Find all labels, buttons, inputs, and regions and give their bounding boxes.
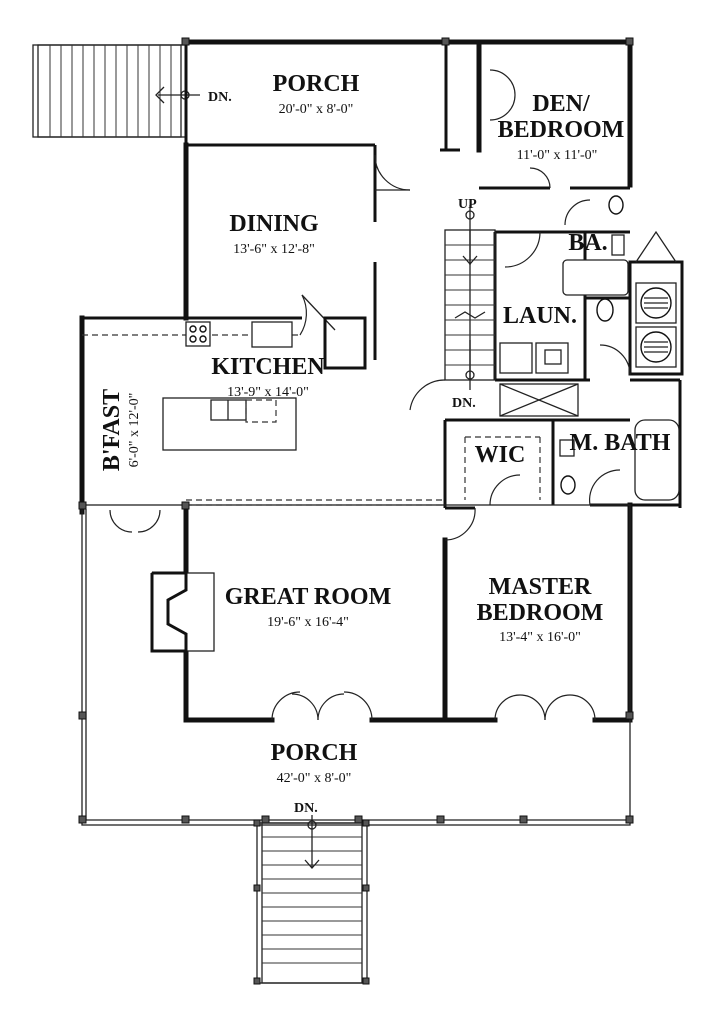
sink-icon (608, 195, 624, 215)
porch-top-name: PORCH (273, 71, 360, 97)
washer-icon (499, 342, 533, 374)
master-bedroom-name-2: BEDROOM (477, 600, 604, 626)
master-bedroom-name-1: MASTER (489, 574, 592, 600)
front-stair (253, 815, 370, 985)
front-down-label: DN. (294, 801, 318, 816)
den-dim: 11'-0" x 11'-0" (517, 148, 598, 163)
hvac-unit-icon (635, 282, 677, 324)
porch-front-name: PORCH (271, 740, 358, 766)
porch-top-dim: 20'-0" x 8'-0" (279, 102, 354, 117)
interior-down-label: DN. (452, 396, 476, 411)
doors (109, 69, 631, 721)
great-room-dim: 19'-6" x 16'-4" (267, 615, 349, 630)
toilet-icon (560, 475, 576, 495)
breakfast-name: B'FAST (99, 389, 125, 471)
laundry-fixtures (499, 342, 569, 374)
kitchen-name: KITCHEN (211, 354, 325, 380)
breakfast-dim: 6'-0" x 12'-0" (127, 393, 142, 468)
tub-icon (634, 419, 680, 501)
top-deck-down-label: DN. (208, 90, 232, 105)
bathtub-icon (562, 259, 629, 296)
laundry-name: LAUN. (503, 303, 577, 329)
fireplace (150, 571, 215, 653)
vanity-icon (559, 439, 575, 457)
porch-posts (78, 37, 634, 824)
cooktop-icon (185, 321, 211, 347)
dining-dim: 13'-6" x 12'-8" (233, 242, 315, 257)
toilet-icon (596, 298, 614, 322)
interior-stair (444, 205, 496, 390)
master-bedroom-dim: 13'-4" x 16'-0" (499, 630, 581, 645)
porch-front-dim: 42'-0" x 8'-0" (277, 771, 352, 786)
dining-name: DINING (229, 211, 319, 237)
hvac-units (635, 230, 677, 368)
den-name-1: DEN/ (532, 91, 590, 117)
kitchen-fixtures (162, 321, 297, 451)
vanity-icon (611, 234, 625, 256)
bath-fixtures (499, 195, 680, 501)
master-bath-name: M. BATH (570, 430, 671, 456)
bath-name: BA. (568, 230, 607, 256)
top-deck-stair (32, 44, 200, 138)
great-room-name: GREAT ROOM (225, 584, 391, 610)
den-name-2: BEDROOM (498, 117, 625, 143)
wic-name: WIC (475, 442, 526, 468)
interior-up-label: UP (458, 197, 477, 212)
refrigerator-icon (251, 321, 293, 348)
kitchen-dim: 13'-9" x 14'-0" (227, 385, 309, 400)
